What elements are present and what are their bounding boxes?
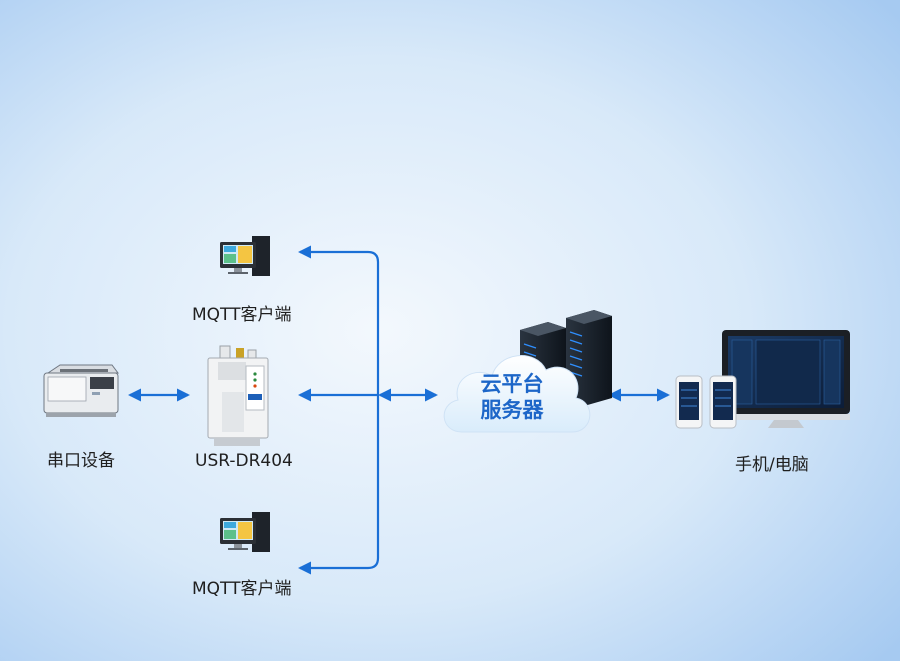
phone-and-monitor-icon xyxy=(675,330,850,429)
desktop-computer-icon-bottom xyxy=(220,512,270,552)
mqtt-client-top-label: MQTT客户端 xyxy=(192,305,292,325)
cloud-platform-label-line1: 云平台 xyxy=(480,372,544,396)
cloud-platform-label-line2: 服务器 xyxy=(480,398,544,422)
desktop-computer-icon-top xyxy=(220,236,270,276)
cloud-icon xyxy=(443,355,591,433)
arrow-bus-clients xyxy=(298,245,380,575)
printer-icon xyxy=(43,364,119,417)
mqtt-client-bottom-label: MQTT客户端 xyxy=(192,579,292,599)
serial-device-label: 串口设备 xyxy=(47,451,115,471)
din-rail-gateway-icon xyxy=(207,345,269,446)
connection-arrows xyxy=(128,245,670,575)
terminals-label: 手机/电脑 xyxy=(735,455,809,475)
gateway-label: USR-DR404 xyxy=(195,451,293,471)
